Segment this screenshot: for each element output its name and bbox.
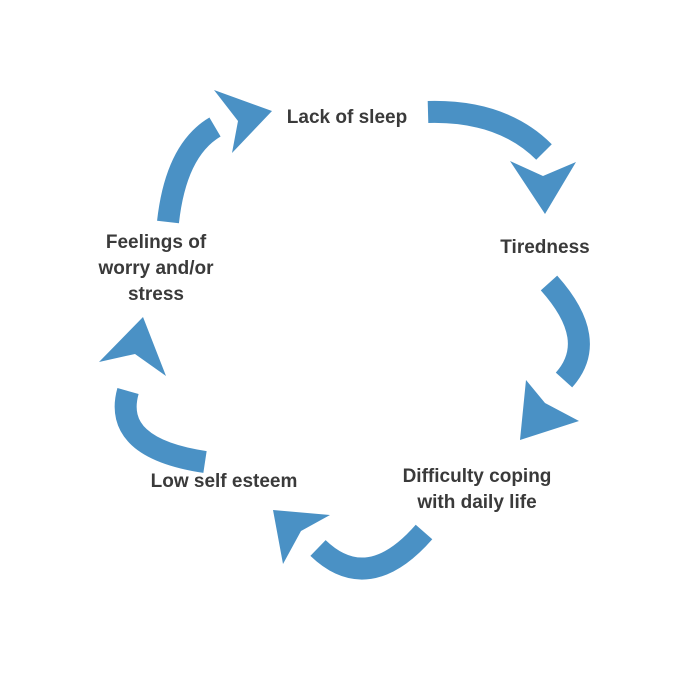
node-lack-of-sleep: Lack of sleep (286, 107, 408, 128)
node-feelings-of-worry: Feelings of worry and/or stress (98, 232, 214, 305)
arrow-tiredness-to-difficulty (520, 275, 590, 440)
arrow-difficulty-to-low-self-esteem (273, 510, 433, 580)
arrow-head-icon (273, 510, 330, 564)
arrow-low-self-esteem-to-feelings (99, 317, 207, 473)
arrow-head-icon (510, 161, 576, 214)
arrow-band (157, 117, 222, 224)
node-difficulty-coping: Difficulty coping with daily life (402, 466, 552, 513)
arrow-feelings-to-lack-of-sleep (157, 90, 272, 224)
arrow-head-icon (520, 380, 579, 440)
arrow-lack-of-sleep-to-tiredness (427, 100, 576, 214)
arrow-band (540, 275, 590, 388)
arrow-band (114, 388, 207, 473)
arrow-band (427, 100, 552, 160)
arrow-head-icon (99, 317, 166, 376)
arrow-head-icon (214, 90, 272, 153)
arrow-band (310, 524, 433, 580)
node-low-self-esteem: Low self esteem (150, 471, 298, 492)
node-tiredness: Tiredness (500, 237, 590, 258)
